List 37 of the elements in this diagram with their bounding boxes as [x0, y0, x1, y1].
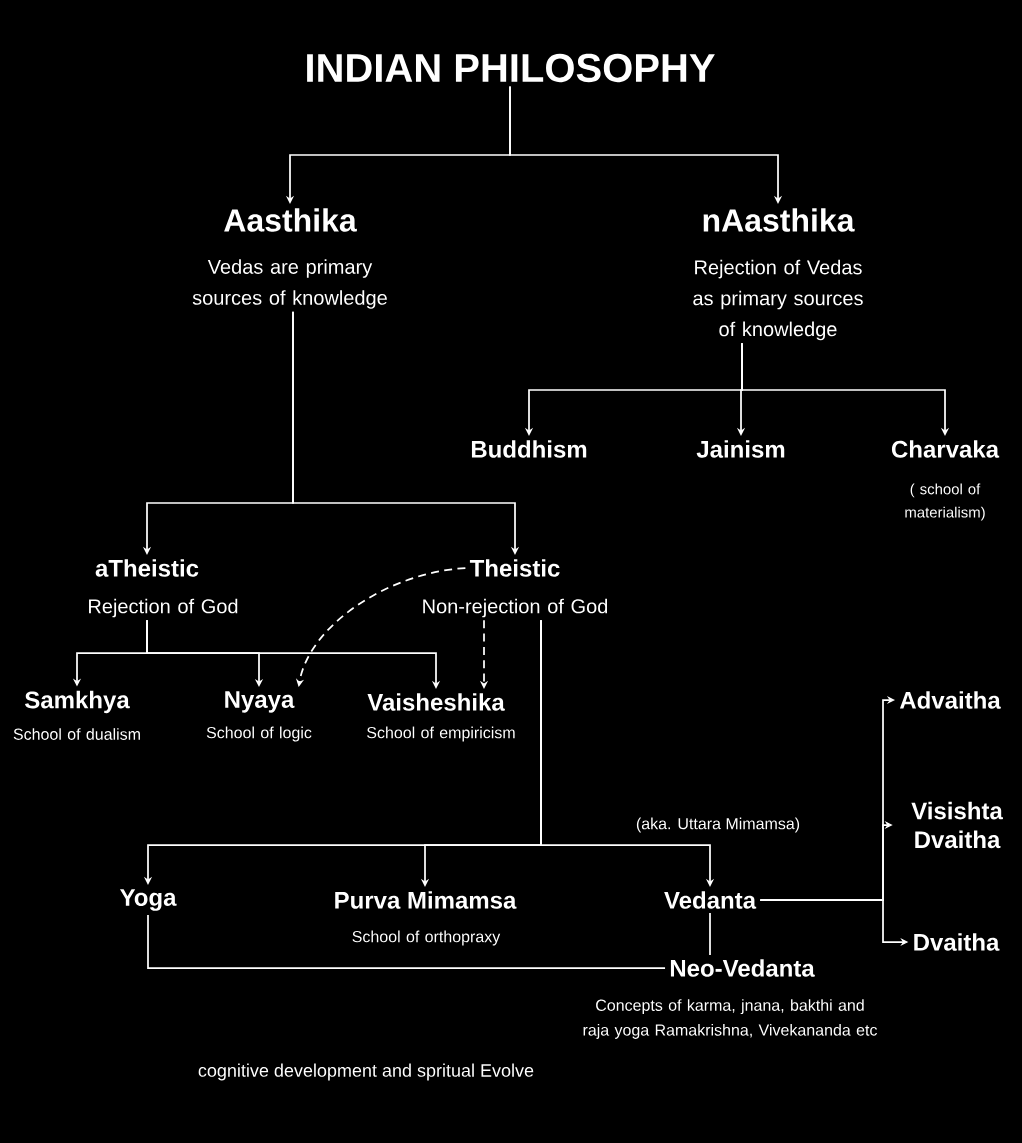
description-text: School of logic — [206, 726, 312, 742]
heading-text: Charvaka — [891, 440, 1000, 458]
title-heading: INDIAN PHILOSOPHY — [307, 53, 715, 83]
heading-text: Nyaya — [225, 691, 295, 713]
arrow — [146, 619, 441, 689]
heading-text: Dvaitha — [914, 933, 1000, 951]
heading-text: Purva Mimamsa — [335, 891, 517, 909]
arrow — [292, 310, 520, 555]
connector-line — [147, 914, 666, 969]
heading-text: Theistic — [469, 559, 560, 577]
heading-text: Neo-Vedanta — [670, 959, 815, 977]
heading-text: Jainism — [696, 440, 785, 458]
note-text: (aka. Uttara Mimamsa) — [636, 817, 800, 833]
heading-text: aTheistic — [95, 559, 199, 577]
heading-text: Yoga — [119, 889, 177, 911]
description-text: ( school of materialism) — [905, 483, 985, 521]
heading-text: Visishta Dvaitha — [911, 801, 1003, 849]
heading-text: Advaitha — [899, 691, 1001, 709]
heading-text: nAasthika — [703, 208, 855, 232]
description-text: Rejection of God — [89, 598, 238, 618]
connector-line — [709, 912, 711, 956]
heading-text: Vedanta — [664, 891, 757, 909]
description-text: Vedas are primary sources of knowledge — [192, 259, 387, 309]
heading-text: Samkhya — [25, 690, 130, 714]
arrow — [741, 342, 950, 436]
arrow — [509, 85, 783, 204]
description-text: Rejection of Vedas as primary sources of knowledge — [693, 259, 863, 341]
description-text: School of empiricism — [367, 726, 515, 742]
description-text: School of dualism — [13, 728, 140, 740]
description-text: Non-rejection of God — [423, 598, 608, 618]
heading-text: Vaisheshika — [367, 693, 505, 711]
heading-text: Buddhism — [471, 440, 587, 458]
heading-text: Aasthika — [224, 208, 357, 232]
description-text: School of orthopraxy — [352, 930, 501, 946]
arrow — [540, 619, 715, 887]
note-text: cognitive development and spritual Evolve — [198, 1063, 534, 1081]
description-text: Concepts of karma, jnana, bakthi and raja yoga Ramakrishna, Vivekananda etc — [583, 999, 877, 1039]
